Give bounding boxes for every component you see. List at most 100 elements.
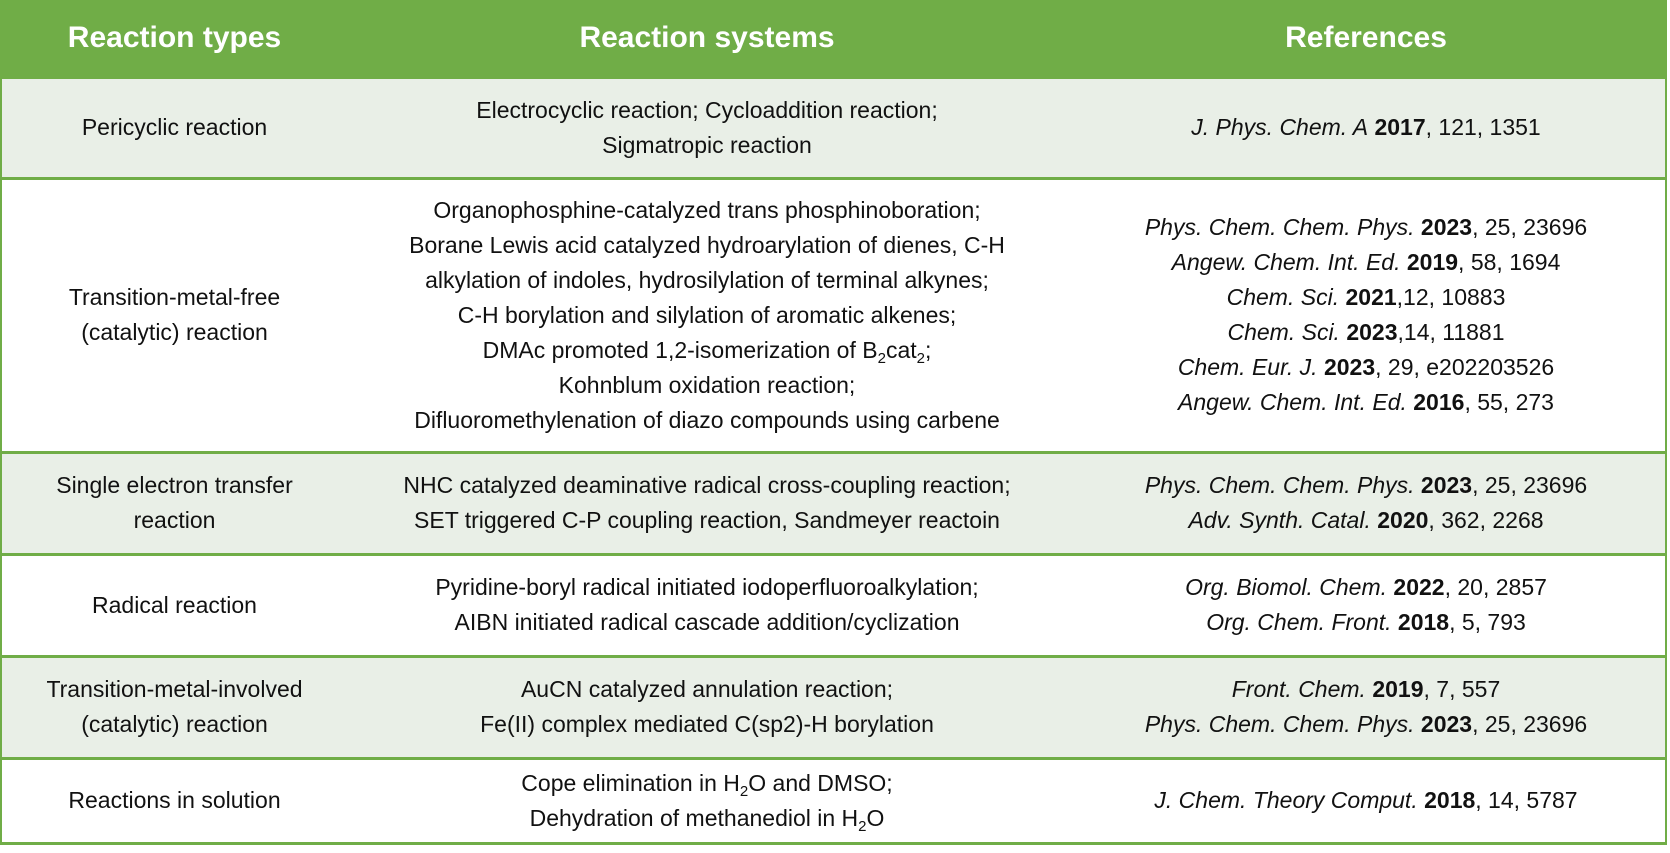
reference-year: 2020 bbox=[1377, 507, 1429, 533]
reference-entry: Chem. Sci. 2023,14, 11881 bbox=[1073, 315, 1659, 350]
system-line: Difluoromethylenation of diazo compounds… bbox=[414, 406, 1000, 433]
system-line: AuCN catalyzed annulation reaction; bbox=[520, 676, 894, 702]
table-header-row: Reaction types Reaction systems Referenc… bbox=[2, 0, 1665, 78]
reference-volume-page: , 29, e202203526 bbox=[1375, 354, 1555, 380]
reference-year: 2017 bbox=[1374, 114, 1426, 140]
system-text: ; bbox=[924, 336, 932, 363]
system-line: Pyridine-boryl radical initiated iodoper… bbox=[435, 574, 979, 600]
journal-name: Angew. Chem. Int. Ed. bbox=[1171, 249, 1401, 275]
reference-volume-page: , 25, 23696 bbox=[1472, 711, 1588, 737]
system-line: Kohnblum oxidation reaction; bbox=[558, 371, 856, 398]
reference-entry: Adv. Synth. Catal. 2020, 362, 2268 bbox=[1073, 503, 1659, 538]
reference-entry: Front. Chem. 2019, 7, 557 bbox=[1073, 672, 1659, 707]
journal-name: Chem. Eur. J. bbox=[1177, 354, 1318, 380]
reaction-type-text: Transition-metal-involved bbox=[46, 676, 303, 702]
reference-year: 2023 bbox=[1323, 354, 1376, 380]
reaction-type-cell: Pericyclic reaction bbox=[2, 75, 347, 178]
system-text: O bbox=[866, 804, 885, 831]
table-row: Single electron transfer reaction NHC ca… bbox=[2, 450, 1665, 554]
system-line: Electrocyclic reaction; Cycloaddition re… bbox=[476, 96, 938, 123]
reaction-systems-cell: NHC catalyzed deaminative radical cross-… bbox=[347, 450, 1067, 554]
journal-name: Chem. Sci. bbox=[1226, 284, 1340, 310]
system-line: C-H borylation and silylation of aromati… bbox=[457, 301, 957, 328]
reaction-type-text: Reactions in solution bbox=[68, 787, 281, 814]
reaction-type-cell: Reactions in solution bbox=[2, 756, 347, 842]
system-line: AIBN initiated radical cascade addition/… bbox=[454, 609, 960, 635]
reaction-type-cell: Transition-metal-involved (catalytic) re… bbox=[2, 654, 347, 758]
system-line: SET triggered C-P coupling reaction, San… bbox=[414, 507, 1000, 533]
reference-year: 2019 bbox=[1372, 676, 1424, 702]
reference-volume-page: , 121, 1351 bbox=[1425, 114, 1541, 140]
journal-name: Adv. Synth. Catal. bbox=[1188, 507, 1371, 533]
system-line: Dehydration of methanediol in H2O bbox=[353, 801, 1061, 836]
system-line: Fe(II) complex mediated C(sp2)-H borylat… bbox=[480, 711, 934, 737]
reference-year: 2016 bbox=[1413, 389, 1465, 415]
reaction-type-cell: Transition-metal-free (catalytic) reacti… bbox=[2, 176, 347, 452]
reference-year: 2022 bbox=[1393, 574, 1445, 600]
reference-volume-page: , 55, 273 bbox=[1464, 389, 1554, 415]
subscript: 2 bbox=[739, 782, 749, 800]
reference-entry: Phys. Chem. Chem. Phys. 2023, 25, 23696 bbox=[1073, 468, 1659, 503]
reaction-type-text: (catalytic) reaction bbox=[81, 711, 268, 737]
reference-year: 2018 bbox=[1397, 609, 1450, 635]
table-row: Transition-metal-involved (catalytic) re… bbox=[2, 654, 1665, 758]
system-line: Organophosphine-catalyzed trans phosphin… bbox=[433, 196, 981, 223]
system-text: DMAc promoted 1,2-isomerization of B bbox=[482, 336, 878, 363]
reference-year: 2023 bbox=[1346, 319, 1398, 345]
reference-year: 2019 bbox=[1406, 249, 1459, 275]
journal-name: J. Chem. Theory Comput. bbox=[1154, 787, 1418, 814]
table-row: Pericyclic reaction Electrocyclic reacti… bbox=[2, 75, 1665, 178]
system-line: DMAc promoted 1,2-isomerization of B2cat… bbox=[353, 333, 1061, 368]
reference-entry: Angew. Chem. Int. Ed. 2016, 55, 273 bbox=[1073, 385, 1659, 420]
reaction-type-text: (catalytic) reaction bbox=[81, 319, 268, 345]
header-references: References bbox=[1067, 0, 1665, 78]
references-cell: Org. Biomol. Chem. 2022, 20, 2857 Org. C… bbox=[1067, 552, 1665, 656]
system-text: Dehydration of methanediol in H bbox=[529, 804, 859, 831]
reference-year: 2021 bbox=[1345, 284, 1397, 310]
system-line: Sigmatropic reaction bbox=[602, 131, 812, 158]
header-reaction-systems: Reaction systems bbox=[347, 0, 1067, 78]
system-line: Borane Lewis acid catalyzed hydroarylati… bbox=[409, 231, 1005, 258]
journal-name: Phys. Chem. Chem. Phys. bbox=[1144, 711, 1415, 737]
header-reaction-types: Reaction types bbox=[2, 0, 347, 78]
journal-name: Front. Chem. bbox=[1231, 676, 1366, 702]
reference-entry: Angew. Chem. Int. Ed. 2019, 58, 1694 bbox=[1073, 245, 1659, 280]
system-text: O and DMSO; bbox=[748, 769, 893, 796]
reference-volume-page: , 58, 1694 bbox=[1458, 249, 1561, 275]
subscript: 2 bbox=[858, 817, 867, 835]
reaction-systems-cell: Organophosphine-catalyzed trans phosphin… bbox=[347, 176, 1067, 452]
references-cell: Front. Chem. 2019, 7, 557 Phys. Chem. Ch… bbox=[1067, 654, 1665, 758]
system-line: Cope elimination in H2O and DMSO; bbox=[353, 766, 1061, 801]
references-cell: J. Chem. Theory Comput. 2018, 14, 5787 bbox=[1067, 756, 1665, 842]
reference-entry: J. Chem. Theory Comput. 2018, 14, 5787 bbox=[1073, 783, 1659, 818]
references-cell: Phys. Chem. Chem. Phys. 2023, 25, 23696 … bbox=[1067, 176, 1665, 452]
reference-entry: Phys. Chem. Chem. Phys. 2023, 25, 23696 bbox=[1073, 210, 1659, 245]
reference-entry: J. Phys. Chem. A 2017, 121, 1351 bbox=[1073, 110, 1659, 145]
reaction-type-cell: Single electron transfer reaction bbox=[2, 450, 347, 554]
reference-year: 2023 bbox=[1420, 472, 1473, 498]
reference-entry: Org. Chem. Front. 2018, 5, 793 bbox=[1073, 605, 1659, 640]
table-row: Radical reaction Pyridine-boryl radical … bbox=[2, 552, 1665, 656]
journal-name: J. Phys. Chem. A bbox=[1191, 114, 1369, 140]
reference-entry: Chem. Eur. J. 2023, 29, e202203526 bbox=[1073, 350, 1659, 385]
reference-volume-page: , 5, 793 bbox=[1449, 609, 1526, 635]
journal-name: Phys. Chem. Chem. Phys. bbox=[1144, 472, 1415, 498]
reference-volume-page: , 25, 23696 bbox=[1472, 472, 1588, 498]
reaction-systems-cell: Pyridine-boryl radical initiated iodoper… bbox=[347, 552, 1067, 656]
reference-year: 2018 bbox=[1424, 787, 1476, 814]
reference-volume-page: ,12, 10883 bbox=[1396, 284, 1506, 310]
reaction-systems-cell: Electrocyclic reaction; Cycloaddition re… bbox=[347, 75, 1067, 178]
system-text: Cope elimination in H bbox=[521, 769, 740, 796]
subscript: 2 bbox=[877, 349, 886, 367]
reference-entry: Org. Biomol. Chem. 2022, 20, 2857 bbox=[1073, 570, 1659, 605]
journal-name: Phys. Chem. Chem. Phys. bbox=[1144, 214, 1415, 240]
reaction-type-text: reaction bbox=[133, 507, 216, 533]
reaction-systems-cell: AuCN catalyzed annulation reaction; Fe(I… bbox=[347, 654, 1067, 758]
system-text: cat bbox=[885, 336, 917, 363]
table-row: Reactions in solution Cope elimination i… bbox=[2, 756, 1665, 842]
reaction-systems-cell: Cope elimination in H2O and DMSO; Dehydr… bbox=[347, 756, 1067, 842]
journal-name: Chem. Sci. bbox=[1227, 319, 1340, 345]
table-row: Transition-metal-free (catalytic) reacti… bbox=[2, 176, 1665, 452]
reference-volume-page: , 25, 23696 bbox=[1472, 214, 1588, 240]
